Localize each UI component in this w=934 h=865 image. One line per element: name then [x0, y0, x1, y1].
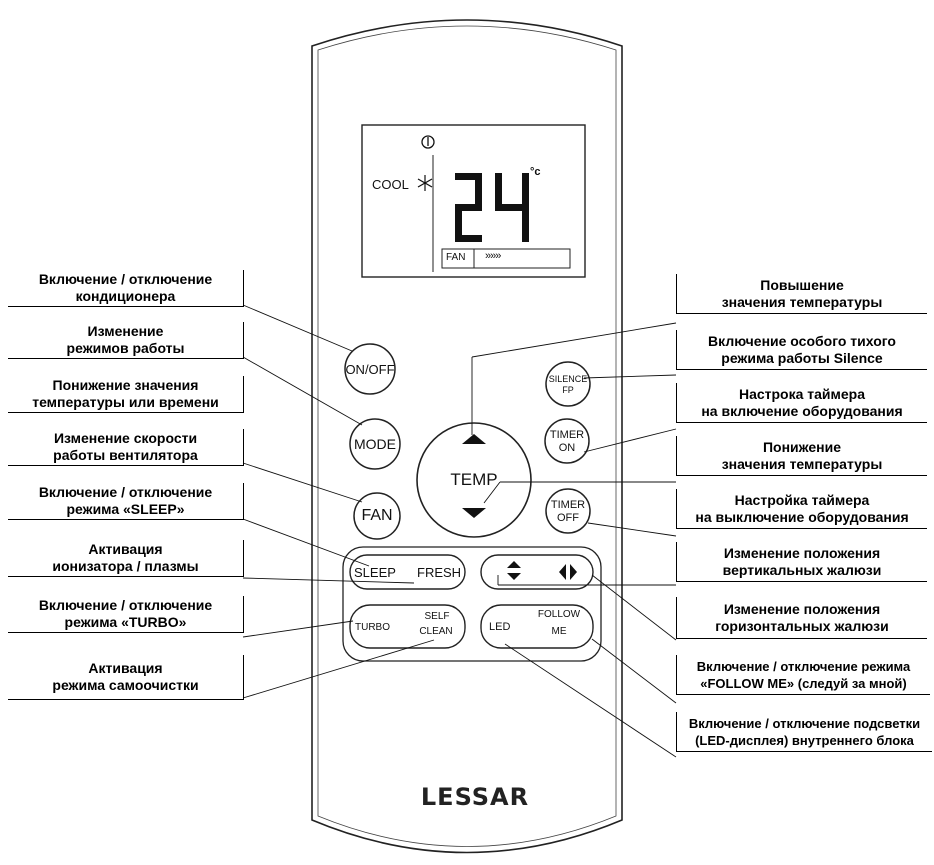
- power-icon: [421, 135, 435, 149]
- timer-off-label-2[interactable]: OFF: [557, 512, 579, 524]
- sleep-label[interactable]: SLEEP: [354, 565, 396, 580]
- mode-indicator: COOL: [372, 177, 409, 192]
- temperature-value: 24: [449, 175, 539, 245]
- temp-down-icon: [462, 508, 486, 518]
- label-led: Включение / отключение подсветки(LED-дис…: [676, 712, 932, 752]
- fan-speed-bars: »»»: [485, 250, 501, 262]
- brand-logo: LESSAR: [420, 783, 530, 811]
- temperature-unit: °c: [530, 166, 541, 178]
- temp-button: [416, 422, 532, 538]
- fan-indicator: FAN: [446, 252, 466, 263]
- remote-inner-edge: [317, 25, 617, 847]
- fresh-label[interactable]: FRESH: [417, 565, 462, 580]
- lcd-screen: [361, 124, 586, 278]
- self-label[interactable]: SELF: [424, 611, 450, 622]
- fan-label[interactable]: FAN: [361, 507, 393, 524]
- silence-button: [545, 361, 591, 407]
- on-off-label[interactable]: ON/OFF: [345, 362, 395, 377]
- temp-up-icon: [462, 434, 486, 444]
- fan-bar: [441, 248, 571, 269]
- timer-on-button: [544, 418, 590, 464]
- vertical-swing-icon: [507, 561, 521, 580]
- label-follow-me: Включение / отключение режима«FOLLOW ME»…: [676, 655, 930, 695]
- silence-fp-label[interactable]: FP: [562, 385, 574, 395]
- follow-label[interactable]: FOLLOW: [537, 609, 581, 620]
- turbo-label[interactable]: TURBO: [355, 622, 390, 633]
- leader-lines: [242, 304, 677, 758]
- timer-on-label[interactable]: TIMER: [549, 429, 585, 441]
- mode-label[interactable]: MODE: [354, 436, 396, 452]
- me-label[interactable]: ME: [551, 626, 567, 637]
- horizontal-swing-icon: [559, 564, 577, 580]
- led-follow-button: [480, 604, 594, 649]
- on-off-button: [344, 343, 396, 395]
- swing-button: [480, 554, 594, 590]
- sleep-fresh-button: [349, 554, 466, 590]
- clean-label[interactable]: CLEAN: [419, 626, 453, 637]
- timer-on-label-2[interactable]: ON: [558, 442, 576, 454]
- snowflake-icon: [417, 175, 433, 191]
- remote-body: [311, 19, 623, 854]
- temp-label[interactable]: TEMP: [450, 470, 498, 489]
- fan-button: [353, 492, 401, 540]
- led-label[interactable]: LED: [489, 621, 511, 633]
- timer-off-label[interactable]: TIMER: [550, 499, 586, 511]
- timer-off-button: [545, 488, 591, 534]
- temperature-digits: [455, 173, 529, 242]
- mode-button: [349, 418, 401, 470]
- silence-label[interactable]: SILENCE: [548, 374, 588, 384]
